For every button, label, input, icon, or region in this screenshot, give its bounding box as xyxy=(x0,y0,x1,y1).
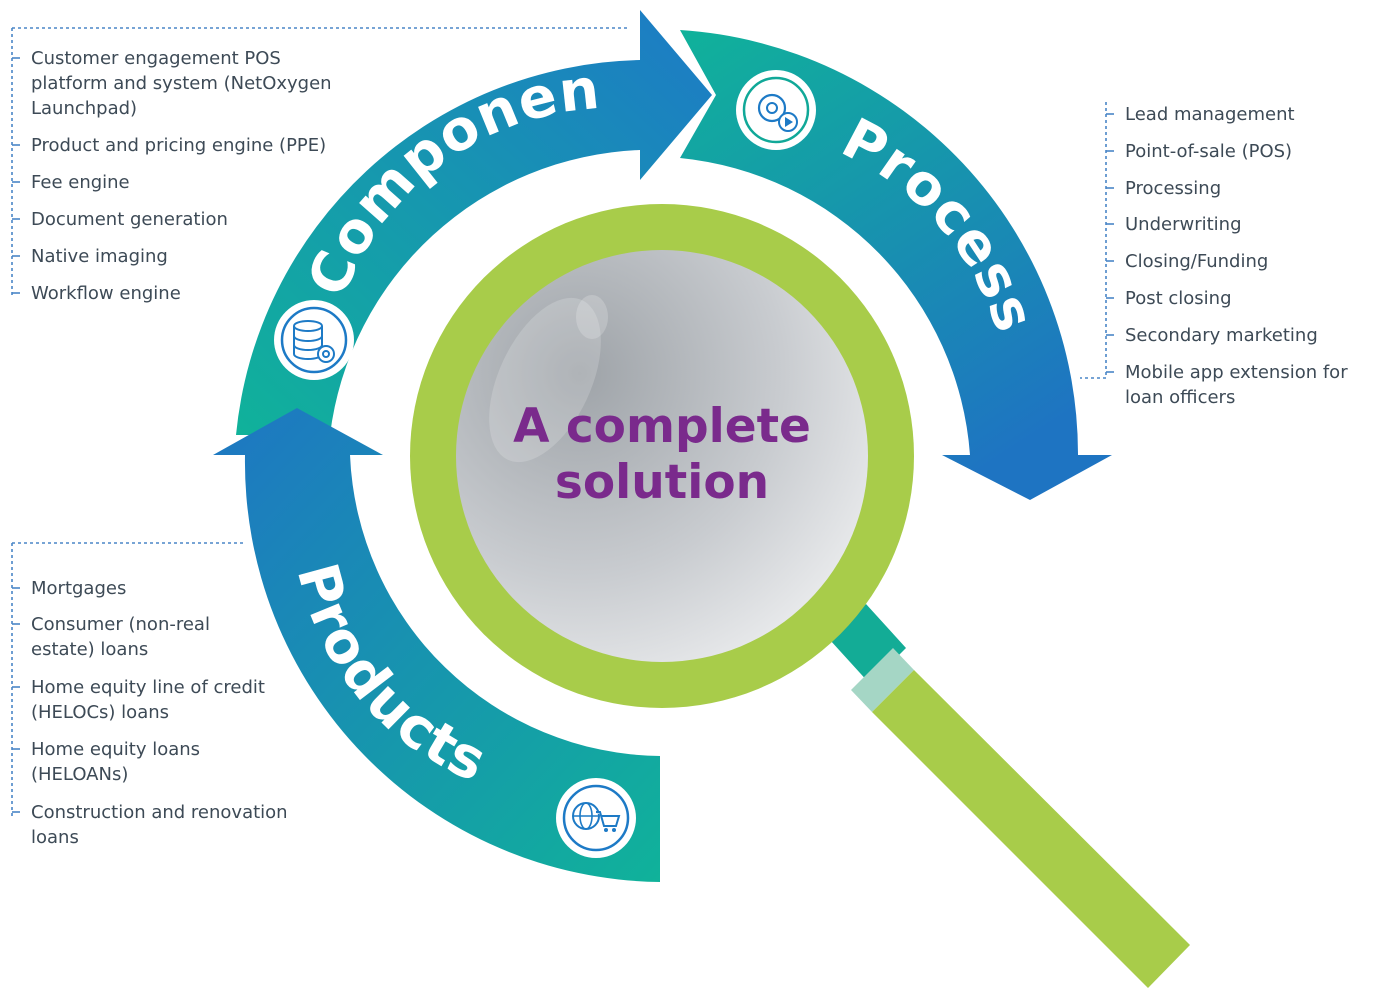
gear-play-icon xyxy=(736,70,816,150)
list-item: Workflow engine xyxy=(31,283,181,304)
list-item: Mortgages xyxy=(31,578,126,599)
list-item: Fee engine xyxy=(31,172,130,193)
list-item: Product and pricing engine (PPE) xyxy=(31,135,326,156)
list-item: Native imaging xyxy=(31,246,168,267)
list-item: Lead management xyxy=(1125,104,1295,125)
components-connector xyxy=(11,27,628,295)
magnifier-handle xyxy=(830,604,1190,988)
list-item: Document generation xyxy=(31,209,228,230)
components-list: Customer engagement POS platform and syst… xyxy=(31,48,332,304)
list-item: Point-of-sale (POS) xyxy=(1125,141,1292,162)
list-item: Home equity line of credit xyxy=(31,677,265,698)
list-item: Consumer (non-real xyxy=(31,614,210,635)
center-title-line1: A complete xyxy=(513,399,811,454)
list-item: Processing xyxy=(1125,178,1221,199)
center-title-line2: solution xyxy=(555,455,769,510)
database-gear-icon xyxy=(274,300,354,380)
list-item: estate) loans xyxy=(31,639,148,660)
magnifier-lens xyxy=(456,250,868,662)
processes-connector xyxy=(1080,102,1107,379)
products-arc xyxy=(213,408,660,882)
list-item: loan officers xyxy=(1125,387,1235,408)
list-item: loans xyxy=(31,827,79,848)
list-item: Home equity loans xyxy=(31,739,200,760)
products-ticks xyxy=(12,587,20,813)
products-connector xyxy=(11,542,245,818)
list-item: platform and system (NetOxygen xyxy=(31,73,332,94)
list-item: Construction and renovation xyxy=(31,802,288,823)
list-item: Launchpad) xyxy=(31,98,137,119)
list-item: Closing/Funding xyxy=(1125,251,1268,272)
components-ticks xyxy=(12,57,20,294)
list-item: Underwriting xyxy=(1125,214,1242,235)
list-item: Customer engagement POS xyxy=(31,48,281,69)
globe-cart-icon xyxy=(556,778,636,858)
list-item: Post closing xyxy=(1125,288,1232,309)
components-arc xyxy=(236,10,712,435)
list-item: Secondary marketing xyxy=(1125,325,1318,346)
list-item: Mobile app extension for xyxy=(1125,362,1348,383)
list-item: (HELOANs) xyxy=(31,764,128,785)
lens-glare xyxy=(489,297,601,463)
processes-ticks xyxy=(1106,113,1114,373)
lens-glare-dot xyxy=(576,295,608,339)
list-item: (HELOCs) loans xyxy=(31,702,169,723)
